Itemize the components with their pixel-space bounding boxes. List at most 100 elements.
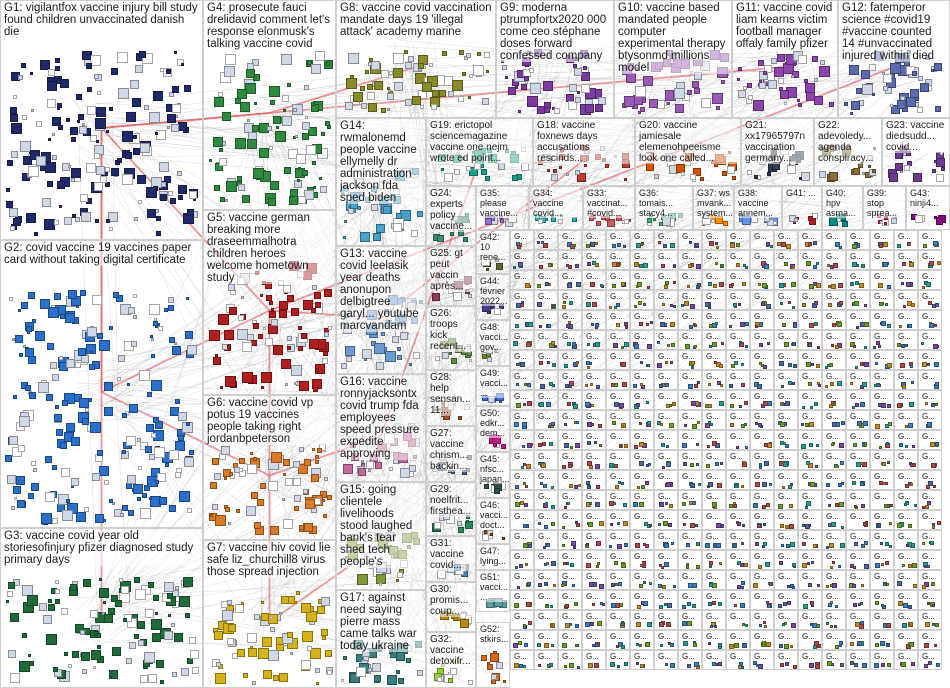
graph-node	[566, 401, 571, 406]
small-group-tile: G...	[678, 610, 702, 630]
small-group-label: G...	[754, 332, 771, 341]
graph-node	[626, 73, 637, 84]
graph-node	[368, 667, 373, 672]
graph-node	[19, 352, 24, 357]
graph-node	[716, 381, 721, 386]
graph-node	[692, 501, 697, 506]
small-group-tile: G...	[894, 630, 918, 650]
small-group-label: G...	[754, 592, 771, 601]
small-group-tile: G...	[918, 570, 942, 590]
graph-node	[825, 384, 829, 388]
graph-node	[617, 581, 622, 586]
graph-node	[897, 523, 903, 529]
graph-node	[647, 343, 653, 349]
group-g30: G30: promis... coup...	[426, 582, 476, 632]
graph-node	[718, 643, 723, 648]
small-group-label: G...	[778, 292, 795, 301]
graph-node	[544, 217, 548, 221]
graph-node	[179, 596, 191, 608]
small-group-tile: G...	[702, 590, 726, 610]
small-group-tile: G...	[846, 530, 870, 550]
graph-node	[168, 91, 174, 97]
small-group-tile: G...	[822, 650, 846, 670]
graph-node	[322, 350, 328, 356]
graph-node	[439, 454, 447, 462]
graph-node	[564, 604, 569, 609]
small-group-tile: G...	[846, 430, 870, 450]
small-group-label: G...	[778, 352, 795, 361]
graph-node	[308, 338, 319, 349]
small-group-tile: G...	[894, 610, 918, 630]
graph-node	[712, 583, 718, 589]
graph-node	[82, 418, 90, 426]
graph-node	[225, 507, 231, 513]
graph-node	[526, 96, 538, 108]
group-g40: G40: hpv asma...	[822, 186, 863, 230]
graph-node	[350, 442, 357, 449]
graph-node	[936, 261, 941, 265]
graph-node	[440, 662, 445, 667]
small-group-label: G...	[610, 412, 627, 421]
small-group-label: G...	[706, 232, 723, 241]
small-group-label: G...	[898, 532, 915, 541]
graph-node	[716, 245, 720, 249]
graph-node	[587, 365, 591, 369]
graph-node	[486, 147, 492, 153]
graph-node	[889, 103, 893, 107]
graph-node	[461, 156, 465, 160]
graph-node	[300, 603, 311, 614]
graph-node	[742, 642, 748, 648]
graph-node	[453, 281, 463, 291]
small-group-label: G...	[538, 292, 555, 301]
small-group-label: G...	[850, 572, 867, 581]
graph-node	[513, 265, 517, 269]
graph-node	[912, 445, 916, 449]
graph-node	[657, 363, 663, 369]
small-group-label: G...	[586, 232, 603, 241]
small-group-label: G...	[538, 332, 555, 341]
graph-node	[814, 641, 820, 647]
small-group-label: G...	[850, 632, 867, 641]
graph-node	[80, 651, 90, 661]
graph-node	[883, 222, 887, 226]
graph-node	[447, 403, 454, 410]
graph-node	[303, 459, 311, 467]
small-group-tile: G...	[582, 410, 606, 430]
graph-node	[759, 79, 763, 83]
graph-edge	[398, 177, 494, 555]
small-group-label: G...	[802, 252, 819, 261]
small-group-tile: G...	[822, 630, 846, 650]
graph-node	[729, 325, 733, 329]
graph-node	[683, 641, 688, 646]
small-group-tile: G...	[678, 470, 702, 490]
small-group-label: G...	[922, 512, 939, 521]
graph-node	[930, 403, 935, 408]
graph-node	[538, 325, 542, 329]
graph-node	[212, 458, 220, 466]
graph-node	[658, 383, 663, 388]
graph-node	[450, 358, 457, 365]
small-group-label: G...	[706, 312, 723, 321]
graph-node	[861, 443, 865, 447]
graph-node	[453, 292, 463, 302]
small-group-tile: G...	[894, 390, 918, 410]
small-group-tile: G...	[510, 410, 534, 430]
graph-edge	[683, 72, 885, 98]
graph-node	[707, 305, 711, 309]
graph-node	[326, 669, 332, 675]
small-group-label: G...	[538, 352, 555, 361]
small-group-tile: G...	[894, 570, 918, 590]
small-group-tile: G...	[918, 230, 942, 250]
graph-node	[586, 422, 592, 428]
small-group-tile: G...	[894, 410, 918, 430]
graph-node	[296, 591, 301, 596]
small-group-label: G...	[586, 352, 603, 361]
graph-node	[209, 158, 213, 162]
small-group-tile: G...	[726, 230, 750, 250]
graph-node	[53, 220, 59, 226]
small-group-tile: G...	[606, 310, 630, 330]
graph-node	[35, 121, 42, 128]
graph-node	[376, 224, 386, 234]
graph-node	[383, 205, 392, 214]
